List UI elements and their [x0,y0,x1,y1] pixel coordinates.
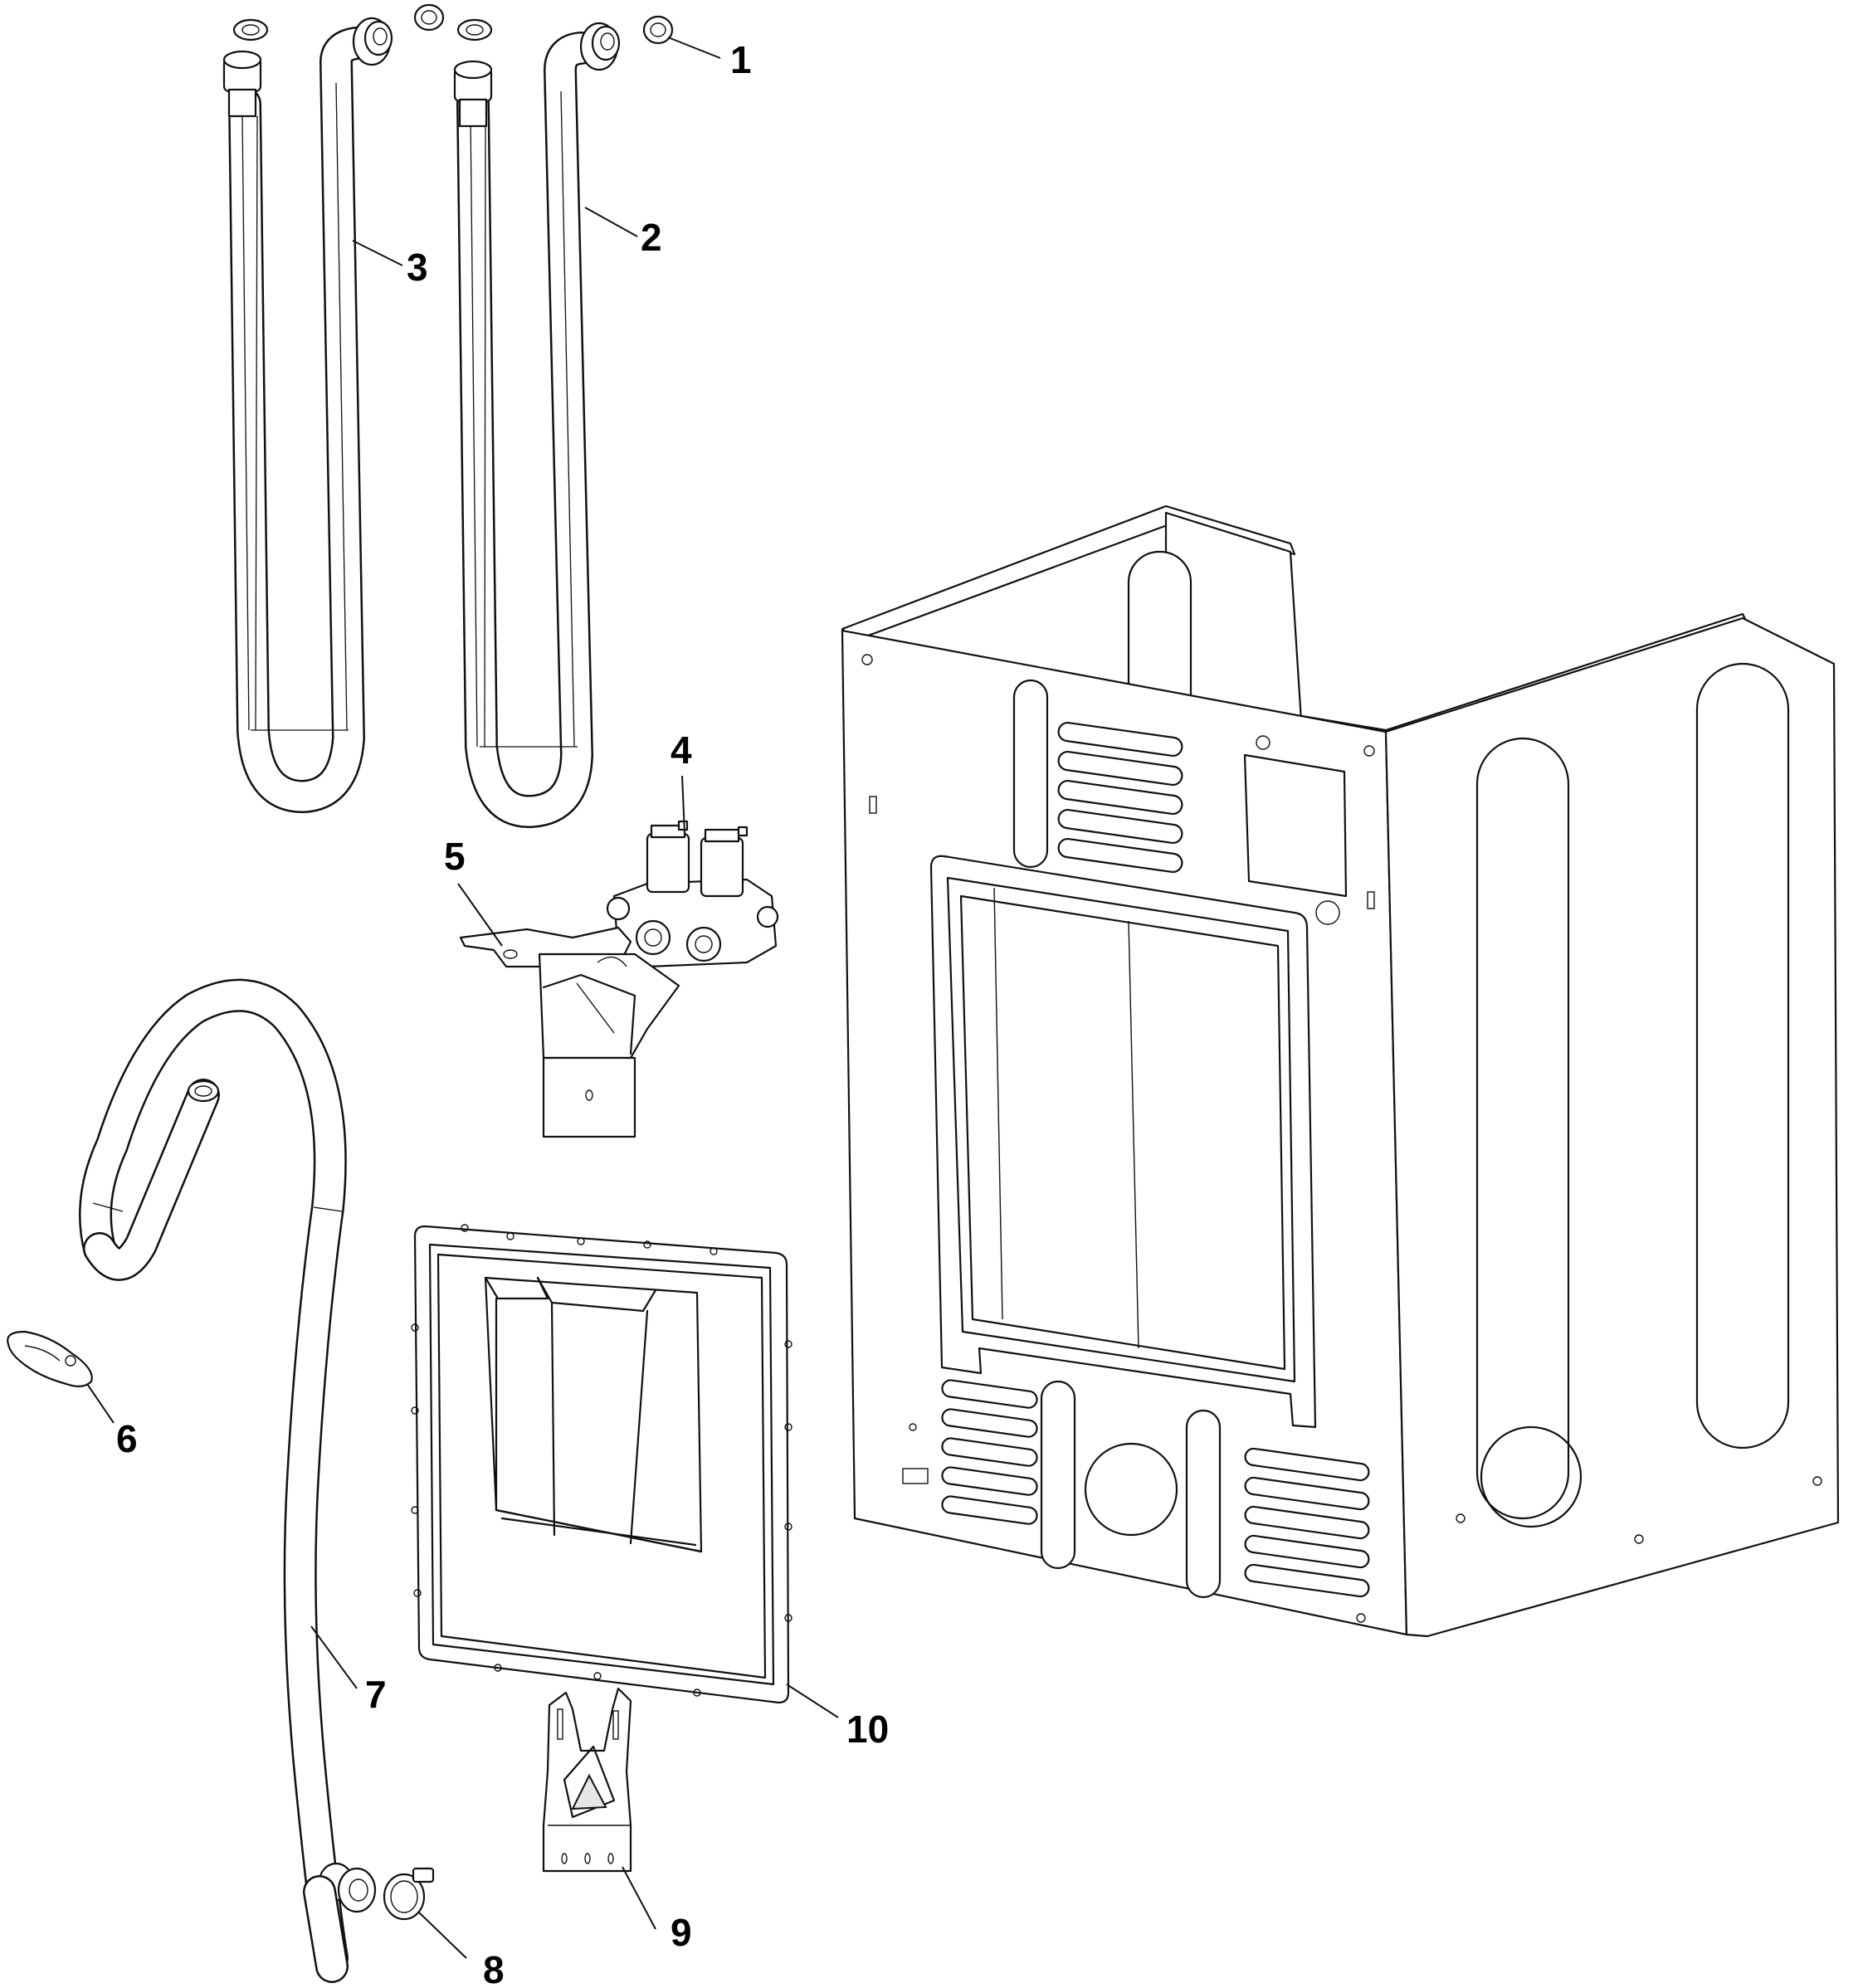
callout-8: 8 [483,1948,505,1988]
callout-7: 7 [365,1673,387,1716]
inlet-hose-part-2 [453,22,621,828]
cabinet-assembly [841,504,1840,1638]
valve-bracket-part-5 [459,926,680,1138]
washer-part-1 [232,3,674,45]
inlet-hose-part-3 [222,17,393,813]
drain-hose-part-7 [79,978,377,1983]
callout-6: 6 [116,1417,138,1460]
callout-1: 1 [730,38,752,81]
lower-right-vent-slots [1244,1447,1370,1598]
hose-bracket-part-9 [542,1687,632,1873]
callout-labels: 1 2 3 4 5 6 7 8 9 10 [116,38,889,1988]
hose-clip-part-6 [7,1330,93,1387]
hose-clamp-part-8 [383,1867,435,1921]
callout-4: 4 [671,728,692,772]
access-panel-part-10 [411,1224,793,1704]
upper-vent-slots [1057,721,1183,874]
callout-5: 5 [444,835,466,878]
water-valve-part-4 [606,820,779,968]
callout-3: 3 [407,246,428,289]
callout-2: 2 [641,216,662,259]
leader-lines [86,37,839,1959]
callout-10: 10 [846,1708,889,1751]
lower-left-vent-slots [941,1379,1038,1525]
callout-9: 9 [671,1911,692,1954]
